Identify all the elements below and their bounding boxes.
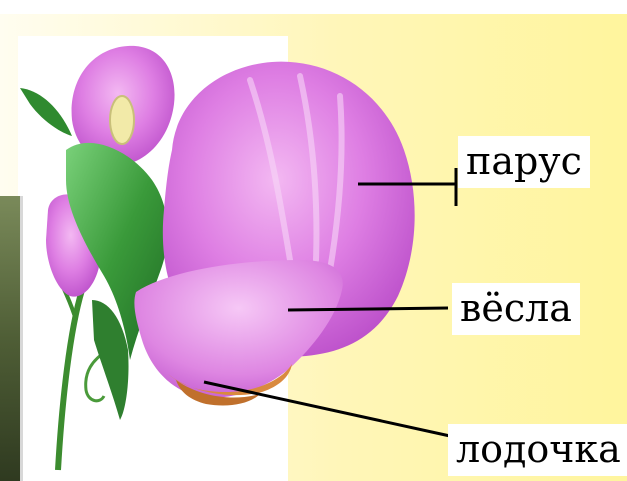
photo-strip-border bbox=[20, 196, 23, 481]
upper-flower-bud bbox=[110, 96, 134, 144]
label-vesla: вёсла bbox=[452, 283, 580, 335]
leader-line-vesla bbox=[288, 308, 448, 310]
white-top-band bbox=[0, 0, 627, 14]
label-lodochka: лодочка bbox=[448, 424, 627, 476]
label-parus: парус bbox=[458, 136, 590, 188]
photo-strip bbox=[0, 196, 22, 481]
